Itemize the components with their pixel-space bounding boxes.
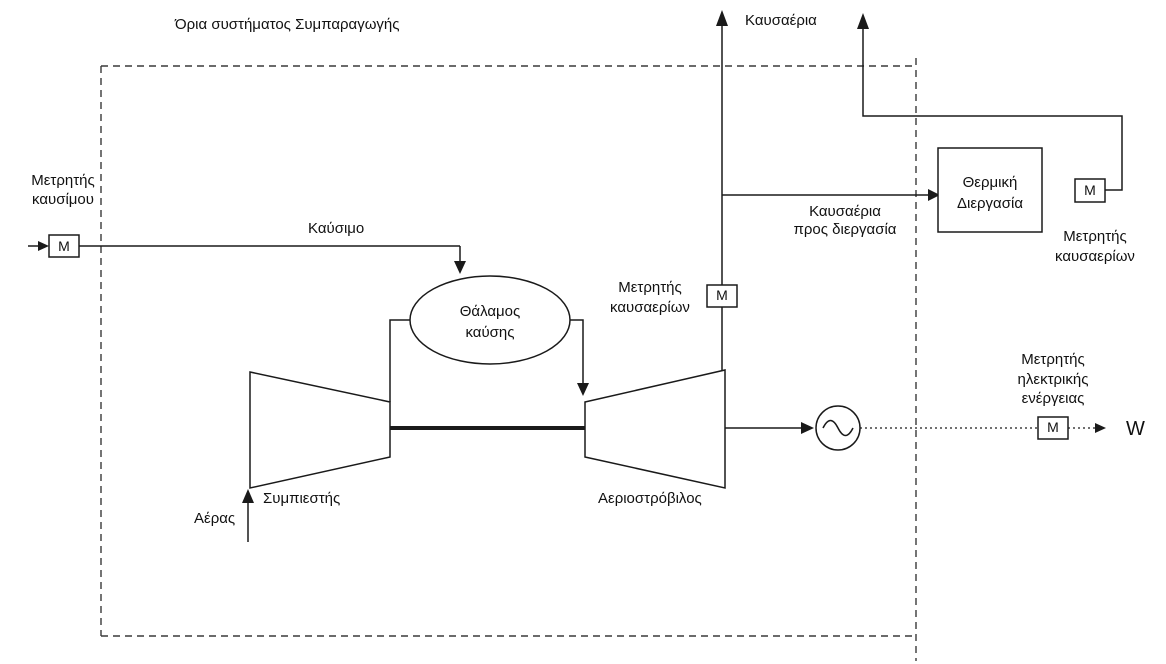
electric-meter-label-3: ενέργειας: [1022, 390, 1085, 407]
gas-turbine-label: Αεριοστρόβιλος: [598, 490, 702, 507]
electric-meter-symbol: M: [1047, 419, 1059, 435]
diagram-title: Όρια συστήματος Συμπαραγωγής: [174, 16, 400, 33]
sine-wave-icon: [822, 419, 854, 437]
compressor-to-combustion-line: [389, 319, 410, 402]
fuel-meter-symbol: M: [58, 238, 70, 254]
thermal-process-label-1: Θερμική: [963, 174, 1018, 191]
thermal-exhaust-meter-symbol: M: [1084, 182, 1096, 198]
arrow-down-icon: [577, 383, 589, 396]
thermal-exhaust-meter-box: [1074, 178, 1106, 203]
air-label: Αέρας: [194, 510, 235, 527]
exhaust-top-label: Καυσαέρια: [745, 12, 817, 29]
work-output-label: W: [1126, 418, 1145, 440]
exhaust-outlet: Καυσαέρια: [716, 10, 817, 371]
compressor: Συμπιεστής: [249, 371, 391, 507]
combustion-to-turbine-path: [570, 319, 584, 385]
thermal-process-label-2: Διεργασία: [957, 195, 1023, 212]
thermal-exhaust-meter: M Μετρητής καυσαερίων: [1055, 178, 1135, 265]
arrow-right-icon: [1095, 423, 1106, 433]
thermal-process-box: [937, 147, 1043, 233]
arrow-right-icon: [38, 241, 49, 251]
arrow-down-icon: [454, 261, 466, 274]
secondary-exhaust-line: [857, 13, 1123, 191]
generator: [725, 405, 861, 451]
gas-turbine: Αεριοστρόβιλος: [584, 369, 726, 507]
electric-meter: M W Μετρητής ηλεκτρικής ενέργειας: [860, 351, 1145, 440]
exhaust-meter-box: [706, 284, 738, 308]
combustion-chamber: Θάλαμος καύσης: [409, 275, 571, 365]
fuel-label: Καύσιμο: [308, 220, 364, 237]
arrow-right-icon: [801, 422, 814, 434]
thermal-exhaust-meter-label-2: καυσαερίων: [1055, 248, 1135, 265]
exhaust-meter-label-2: καυσαερίων: [610, 299, 690, 316]
thermal-exhaust-meter-label-1: Μετρητής: [1063, 228, 1126, 245]
electric-meter-label-1: Μετρητής: [1021, 351, 1084, 368]
system-boundary: [100, 58, 917, 661]
arrow-up-icon: [857, 13, 869, 29]
arrow-up-icon: [242, 489, 254, 503]
compressor-shape: [249, 371, 391, 489]
exhaust-to-process-line: Καυσαέρια προς διεργασία: [722, 189, 940, 238]
exhaust-meter-symbol: M: [716, 287, 728, 303]
thermal-process: Θερμική Διεργασία: [937, 147, 1043, 233]
secondary-exhaust-path: [862, 28, 1123, 191]
exhaust-to-process-label-2: προς διεργασία: [794, 221, 897, 238]
fuel-line: Καύσιμο: [79, 220, 466, 274]
combustion-chamber-label-2: καύσης: [465, 324, 514, 341]
fuel-meter-label-1: Μετρητής: [31, 172, 94, 189]
combustion-to-turbine-line: [570, 319, 589, 396]
gas-turbine-shape: [584, 369, 726, 489]
combustion-chamber-label-1: Θάλαμος: [460, 303, 521, 320]
arrow-up-icon: [716, 10, 728, 26]
exhaust-meter: M Μετρητής καυσαερίων: [610, 279, 738, 316]
electric-meter-label-2: ηλεκτρικής: [1018, 371, 1089, 388]
air-inlet: Αέρας: [194, 489, 254, 542]
fuel-meter-label-2: καυσίμου: [32, 191, 94, 208]
combustion-chamber-ellipse: [409, 275, 571, 365]
arrow-right-icon: [928, 189, 940, 201]
exhaust-to-process-label-1: Καυσαέρια: [809, 203, 881, 220]
exhaust-meter-label-1: Μετρητής: [618, 279, 681, 296]
compressor-label: Συμπιεστής: [263, 490, 340, 507]
fuel-meter: Μετρητής καυσίμου M: [28, 172, 95, 258]
